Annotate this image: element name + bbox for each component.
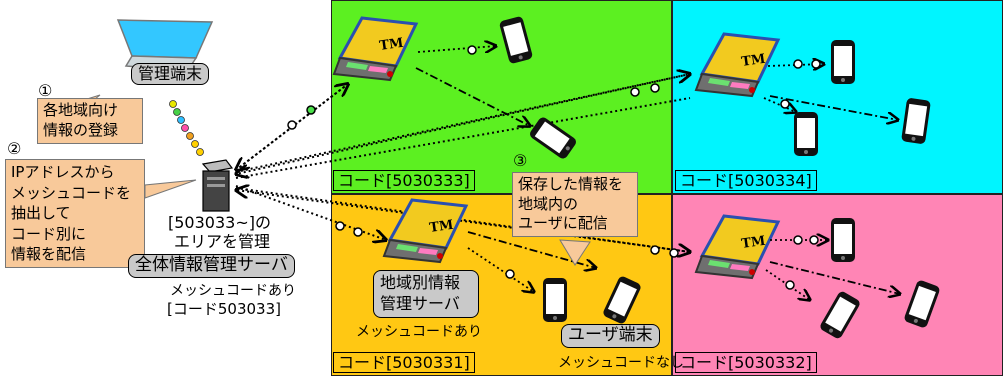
laptop-icon-pink — [694, 214, 780, 280]
admin-terminal-label: 管理端末 — [131, 63, 210, 86]
step-3-marker: ③ — [513, 151, 528, 170]
data-dots — [169, 100, 204, 156]
main-server-icon — [201, 159, 234, 212]
extract-callout: IPアドレスから メッシュコードを 抽出して コード別に 情報を配信 — [5, 159, 145, 268]
extract-line-1: IPアドレスから — [11, 163, 115, 181]
server-mesh-line-1: メッシュコードあり — [170, 283, 296, 299]
extract-line-4: コード別に — [11, 224, 87, 243]
user-terminal-mesh: メッシュコードなし — [558, 355, 684, 371]
laptop-icon-green — [332, 16, 418, 82]
server-area-line-1: [503033~]の — [168, 213, 271, 232]
region-code-yellow: コード[5030331] — [333, 352, 475, 374]
link-dots — [287, 83, 679, 258]
step-1-marker: ① — [38, 81, 53, 100]
main-server-label: 全体情報管理サーバ — [128, 254, 295, 278]
regional-server-mesh: メッシュコードあり — [356, 324, 482, 340]
phone-icon — [543, 278, 567, 322]
phone-icon — [498, 15, 534, 65]
phone-icon — [794, 112, 818, 156]
phone-icon — [831, 40, 855, 84]
phone-arrow-dots — [467, 45, 821, 290]
register-line-1: 各地域向け — [43, 101, 119, 119]
phone-icon — [903, 279, 941, 329]
distribute-line-1: 保存した情報を — [518, 175, 624, 193]
phone-icon — [601, 274, 643, 326]
extract-line-5: 情報を配信 — [11, 245, 87, 264]
register-line-2: 情報の登録 — [43, 120, 119, 139]
regional-server-line-1: 地域別情報 — [380, 273, 461, 292]
laptop-icon-cyan — [694, 32, 780, 98]
distribute-callout: 保存した情報を 地域内の ユーザに配信 — [512, 172, 638, 237]
phone-arrows — [415, 46, 900, 300]
user-terminal-label: ユーザ端末 — [561, 324, 660, 348]
extract-line-3: 抽出して — [11, 204, 71, 223]
distribute-line-2: 地域内の — [518, 194, 579, 213]
phone-icon — [901, 97, 931, 145]
register-info-callout: 各地域向け 情報の登録 — [37, 98, 143, 144]
step-2-marker: ② — [7, 139, 22, 158]
server-area-line-2: エリアを管理 — [174, 232, 271, 251]
server-mesh-line-2: [コード503033] — [167, 300, 281, 318]
phone-icon — [831, 218, 855, 262]
regional-server-label: 地域別情報 管理サーバ — [373, 270, 479, 318]
laptop-icon-yellow — [382, 198, 468, 264]
extract-line-2: メッシュコードを — [11, 183, 132, 202]
regional-server-line-2: 管理サーバ — [380, 293, 460, 313]
distribute-line-3: ユーザに配信 — [518, 214, 608, 232]
region-code-pink: コード[5030332] — [675, 352, 817, 374]
region-code-cyan: コード[5030334] — [675, 170, 817, 192]
region-code-green: コード[5030333] — [333, 170, 475, 192]
phone-icon — [818, 289, 862, 341]
region-cyan — [672, 0, 1003, 194]
